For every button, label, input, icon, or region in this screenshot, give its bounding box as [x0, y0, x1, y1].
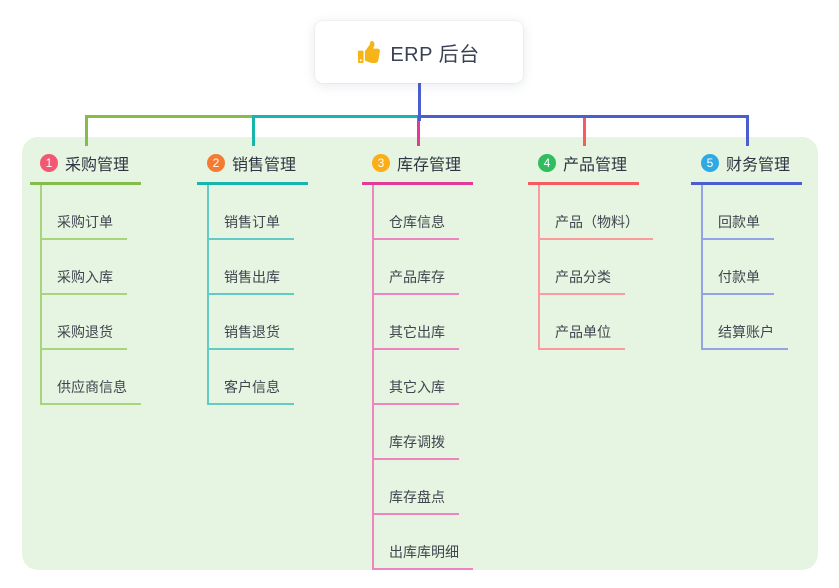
- branch-number-badge: 3: [372, 154, 390, 172]
- branch-children: 仓库信息产品库存其它出库其它入库库存调拨库存盘点出库库明细: [372, 185, 473, 570]
- branch-label: 库存管理: [397, 157, 462, 174]
- branch-库存管理: 3 库存管理仓库信息产品库存其它出库其它入库库存调拨库存盘点出库库明细: [362, 146, 474, 570]
- thumbs-up-icon: [358, 41, 381, 63]
- branch-label: 产品管理: [563, 157, 628, 174]
- branch-label: 销售管理: [232, 157, 297, 174]
- branch-number-badge: 1: [40, 154, 58, 172]
- mindmap-background-panel: [22, 137, 818, 570]
- child-node-销售退货[interactable]: 销售退货: [209, 295, 294, 350]
- child-node-供应商信息[interactable]: 供应商信息: [42, 350, 141, 405]
- branch-label: 采购管理: [65, 157, 130, 174]
- root-connector-stem: [418, 83, 421, 121]
- branch-connector-drop: [417, 115, 420, 146]
- branch-number-badge: 4: [538, 154, 556, 172]
- branch-财务管理: 5 财务管理回款单付款单结算账户: [691, 146, 803, 350]
- branch-children: 产品（物料）产品分类产品单位: [538, 185, 653, 350]
- child-node-结算账户[interactable]: 结算账户: [703, 295, 788, 350]
- branch-title[interactable]: 5 财务管理: [691, 146, 803, 185]
- branch-children: 回款单付款单结算账户: [701, 185, 802, 350]
- branch-title[interactable]: 1 采购管理: [30, 146, 142, 185]
- child-node-产品分类[interactable]: 产品分类: [540, 240, 625, 295]
- child-node-产品单位[interactable]: 产品单位: [540, 295, 625, 350]
- branch-销售管理: 2 销售管理销售订单销售出库销售退货客户信息: [197, 146, 309, 405]
- branch-title[interactable]: 4 产品管理: [528, 146, 640, 185]
- child-node-采购订单[interactable]: 采购订单: [42, 185, 127, 240]
- child-node-采购退货[interactable]: 采购退货: [42, 295, 127, 350]
- child-node-回款单[interactable]: 回款单: [703, 185, 774, 240]
- branch-title[interactable]: 2 销售管理: [197, 146, 309, 185]
- child-node-销售订单[interactable]: 销售订单: [209, 185, 294, 240]
- branch-connector-horizontal: [418, 115, 748, 118]
- child-node-仓库信息[interactable]: 仓库信息: [374, 185, 459, 240]
- branch-产品管理: 4 产品管理产品（物料）产品分类产品单位: [528, 146, 653, 350]
- branch-connector-drop: [583, 115, 586, 146]
- child-node-客户信息[interactable]: 客户信息: [209, 350, 294, 405]
- child-node-库存调拨[interactable]: 库存调拨: [374, 405, 459, 460]
- child-node-采购入库[interactable]: 采购入库: [42, 240, 127, 295]
- root-title: ERP 后台: [390, 43, 480, 66]
- child-node-销售出库[interactable]: 销售出库: [209, 240, 294, 295]
- branch-connector-drop: [85, 115, 88, 146]
- child-node-出库库明细[interactable]: 出库库明细: [374, 515, 473, 570]
- child-node-产品（物料）[interactable]: 产品（物料）: [540, 185, 653, 240]
- branch-connector-drop: [746, 115, 749, 146]
- child-node-库存盘点[interactable]: 库存盘点: [374, 460, 459, 515]
- child-node-其它出库[interactable]: 其它出库: [374, 295, 459, 350]
- branch-connector-drop: [252, 115, 255, 146]
- child-node-产品库存[interactable]: 产品库存: [374, 240, 459, 295]
- root-node[interactable]: ERP 后台: [315, 21, 523, 83]
- branch-采购管理: 1 采购管理采购订单采购入库采购退货供应商信息: [30, 146, 142, 405]
- child-node-其它入库[interactable]: 其它入库: [374, 350, 459, 405]
- branch-connector-horizontal: [252, 115, 420, 118]
- branch-title[interactable]: 3 库存管理: [362, 146, 474, 185]
- branch-children: 采购订单采购入库采购退货供应商信息: [40, 185, 141, 405]
- child-node-付款单[interactable]: 付款单: [703, 240, 774, 295]
- branch-number-badge: 5: [701, 154, 719, 172]
- branch-number-badge: 2: [207, 154, 225, 172]
- branch-children: 销售订单销售出库销售退货客户信息: [207, 185, 308, 405]
- branch-label: 财务管理: [726, 157, 791, 174]
